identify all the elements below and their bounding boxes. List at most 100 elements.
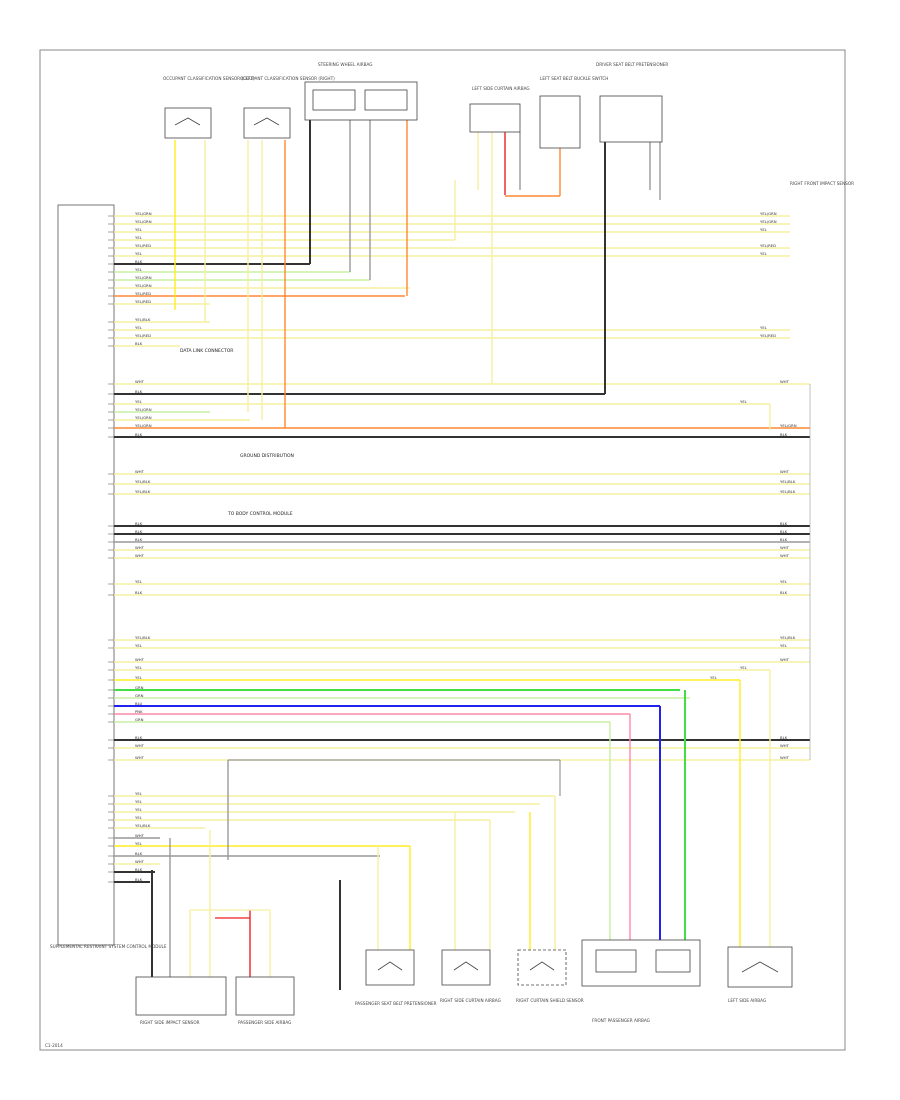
- wire-label: BLK: [135, 867, 143, 872]
- wire-label: YEL/GRN: [135, 423, 152, 428]
- wire-label: BLU: [135, 701, 143, 706]
- top-component-6: DRIVER SEAT BELT PRETENSIONER: [596, 62, 668, 143]
- wire-label: YEL: [135, 267, 143, 272]
- wire-label: GRN: [135, 717, 144, 722]
- right-side-label: RIGHT FRONT IMPACT SENSOR: [790, 181, 854, 186]
- wire-label-right: YEL: [710, 675, 718, 680]
- wire-drops: [151, 120, 811, 990]
- svg-text:LEFT SIDE CURTAIN AIRBAG: LEFT SIDE CURTAIN AIRBAG: [472, 86, 530, 91]
- module-pins: [108, 215, 114, 883]
- bottom-component-3: PASSENGER SEAT BELT PRETENSIONER: [355, 949, 437, 1006]
- svg-text:OCCUPANT CLASSIFICATION SENSOR: OCCUPANT CLASSIFICATION SENSOR (RIGHT): [240, 76, 335, 81]
- wire-label-right: WHT: [780, 657, 790, 662]
- wire-label: YEL/GRN: [135, 275, 152, 280]
- svg-text:FRONT PASSENGER AIRBAG: FRONT PASSENGER AIRBAG: [592, 1018, 650, 1023]
- wire-label-right: BLK: [780, 537, 788, 542]
- wire-label: GRN: [135, 693, 144, 698]
- wire-label-right: WHT: [780, 755, 790, 760]
- wire-label: YEL: [135, 665, 143, 670]
- wire-label: YEL: [135, 791, 143, 796]
- wire-label-right: YEL/GRN: [760, 219, 777, 224]
- bottom-component-2: PASSENGER SIDE AIRBAG: [235, 976, 295, 1025]
- svg-text:LEFT SEAT BELT BUCKLE SWITCH: LEFT SEAT BELT BUCKLE SWITCH: [540, 76, 608, 81]
- wire-label: YEL/BLK: [135, 635, 151, 640]
- wire-label-right: BLK: [780, 735, 788, 740]
- annotation-ground: GROUND DISTRIBUTION: [240, 453, 294, 459]
- wire-label-right: YEL/BLK: [780, 479, 796, 484]
- wire-label-right: WHT: [780, 469, 790, 474]
- top-component-2: OCCUPANT CLASSIFICATION SENSOR (RIGHT): [240, 76, 335, 139]
- wire-label: GRN: [135, 685, 144, 690]
- svg-text:STEERING WHEEL AIRBAG: STEERING WHEEL AIRBAG: [318, 62, 373, 67]
- wire-label: YEL/RED: [135, 291, 151, 296]
- wire-label: YEL/RED: [135, 333, 151, 338]
- wire-label: WHT: [135, 657, 145, 662]
- wire-label: YEL: [135, 815, 143, 820]
- bottom-component-7: LEFT SIDE AIRBAG: [727, 946, 793, 1003]
- wire-label: YEL: [135, 399, 143, 404]
- wire-label: YEL: [135, 579, 143, 584]
- wire-label: YEL/GRN: [135, 283, 152, 288]
- wire-label-right: YEL/BLK: [780, 489, 796, 494]
- wire-label-right: YEL: [760, 227, 768, 232]
- top-component-5: LEFT SEAT BELT BUCKLE SWITCH: [539, 76, 608, 149]
- wire-label-right: WHT: [780, 743, 790, 748]
- wire-label: BLK: [135, 851, 143, 856]
- wire-label-right: YEL: [780, 643, 788, 648]
- wire-label: WHT: [135, 755, 145, 760]
- wire-label: YEL: [135, 235, 143, 240]
- wire-label: BLK: [135, 537, 143, 542]
- wire-label: YEL/GRN: [135, 415, 152, 420]
- svg-text:DRIVER SEAT BELT PRETENSIONER: DRIVER SEAT BELT PRETENSIONER: [596, 62, 668, 67]
- wire-label-right: WHT: [780, 379, 790, 384]
- wire-label-right: WHT: [780, 545, 790, 550]
- bottom-component-5: RIGHT CURTAIN SHIELD SENSOR: [516, 949, 584, 1003]
- wire-label: YEL: [135, 325, 143, 330]
- wire-label: BLK: [135, 529, 143, 534]
- wire-label-right: YEL: [760, 251, 768, 256]
- wire-label: WHT: [135, 743, 145, 748]
- control-module-label: SUPPLEMENTAL RESTRAINT SYSTEM CONTROL MO…: [50, 944, 167, 949]
- wire-label: YEL: [135, 807, 143, 812]
- wire-label: BLK: [135, 341, 143, 346]
- wire-label-right: BLK: [780, 432, 788, 437]
- wire-label-right: WHT: [780, 553, 790, 558]
- wire-label: WHT: [135, 859, 145, 864]
- wire-label: YEL/RED: [135, 299, 151, 304]
- wire-label-right: YEL: [760, 325, 768, 330]
- wire-label: BLK: [135, 389, 143, 394]
- wire-label: YEL/GRN: [135, 407, 152, 412]
- wire-label: BLK: [135, 521, 143, 526]
- wire-label: YEL: [135, 643, 143, 648]
- svg-text:RIGHT SIDE IMPACT SENSOR: RIGHT SIDE IMPACT SENSOR: [140, 1020, 200, 1025]
- wire-label-right: YEL/BLK: [780, 635, 796, 640]
- top-component-3: STEERING WHEEL AIRBAG: [304, 62, 418, 121]
- control-module-box: [57, 204, 115, 946]
- page-code: C1-2014: [45, 1043, 63, 1048]
- wire-label: YEL: [135, 251, 143, 256]
- wire-label: YEL/BLK: [135, 823, 151, 828]
- wire-label: YEL: [135, 841, 143, 846]
- wire-label: YEL: [135, 227, 143, 232]
- wire-label-right: BLK: [780, 529, 788, 534]
- wire-label: YEL/RED: [135, 243, 151, 248]
- wire-label: BLK: [135, 590, 143, 595]
- svg-text:PASSENGER SEAT BELT PRETENSION: PASSENGER SEAT BELT PRETENSIONER: [355, 1001, 437, 1006]
- wire-label-right: YEL/RED: [760, 243, 776, 248]
- wire-label: WHT: [135, 545, 145, 550]
- wire-label: YEL/GRN: [135, 211, 152, 216]
- svg-text:PASSENGER SIDE AIRBAG: PASSENGER SIDE AIRBAG: [238, 1020, 291, 1025]
- wire-label: YEL: [135, 675, 143, 680]
- annotation-to-body: TO BODY CONTROL MODULE: [227, 511, 293, 517]
- bottom-component-6: FRONT PASSENGER AIRBAG: [581, 939, 701, 1023]
- wire-label: WHT: [135, 379, 145, 384]
- wire-label-right: YEL/RED: [760, 333, 776, 338]
- annotation-data-link: DATA LINK CONNECTOR: [180, 348, 233, 354]
- bottom-component-4: RIGHT SIDE CURTAIN AIRBAG: [440, 949, 501, 1003]
- svg-text:RIGHT SIDE CURTAIN AIRBAG: RIGHT SIDE CURTAIN AIRBAG: [440, 998, 501, 1003]
- wire-harness: YEL/GRN YEL/GRN YEL/GRN YEL/GRN YEL YEL YEL YEL…: [114, 211, 810, 883]
- wire-label-right: YEL/GRN: [780, 423, 797, 428]
- wire-label-right: YEL: [780, 579, 788, 584]
- wire-label-right: BLK: [780, 590, 788, 595]
